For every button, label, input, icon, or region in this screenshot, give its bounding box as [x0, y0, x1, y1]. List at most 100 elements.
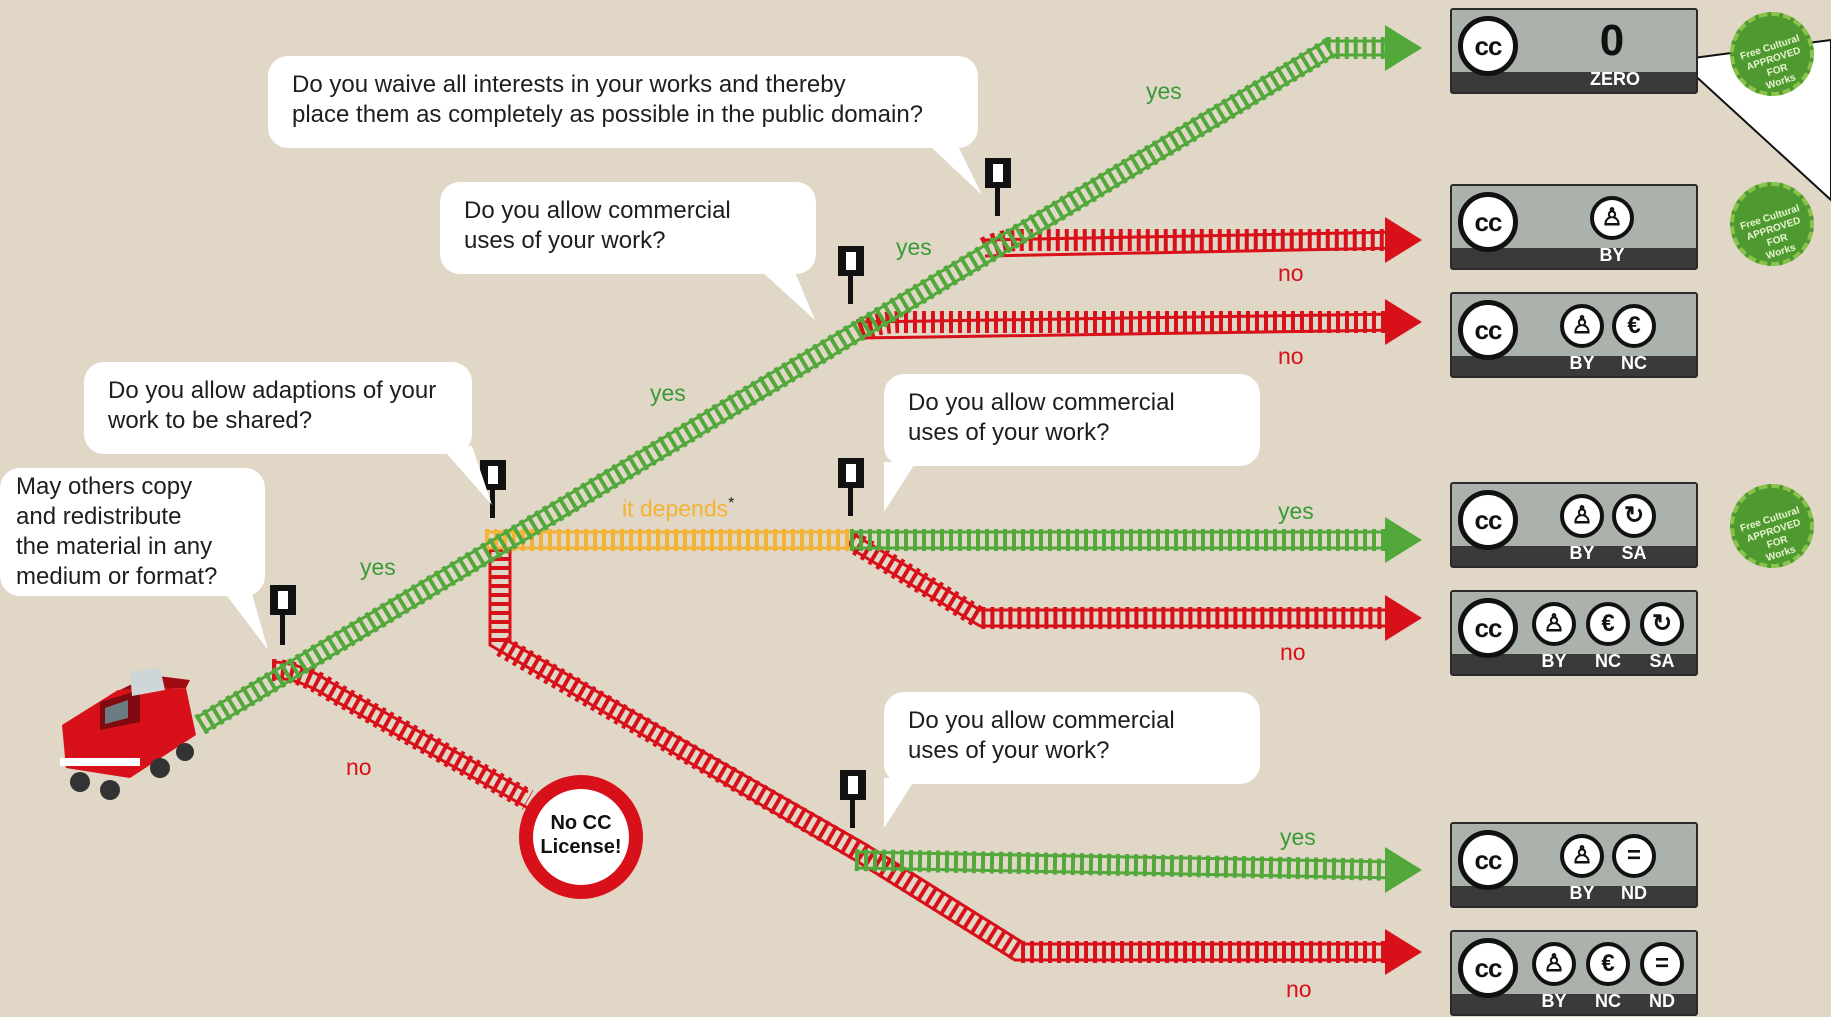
sharealike-icon: ↻ — [1640, 602, 1684, 646]
badge-text-by: BY — [1599, 245, 1625, 265]
question-commercial-line: Do you allow commercial — [908, 389, 1175, 416]
question-waive-line: Do you waive all interests in your works… — [292, 71, 846, 98]
question-adaptions-line: Do you allow adaptions of your — [108, 377, 437, 404]
label-yes-commercial-middle: yes — [1278, 498, 1314, 524]
question-commercial-line: uses of your work? — [908, 737, 1110, 764]
label-yes-adaptions: yes — [650, 380, 686, 406]
noderivatives-icon: = — [1612, 834, 1656, 878]
cc-icon: cc — [1458, 938, 1518, 998]
arrow-zero — [1385, 25, 1422, 71]
license-badge-by-nc-nd[interactable]: cc ♙ € = BY NC ND — [1450, 930, 1698, 1016]
badge-text-zero: ZERO — [1589, 69, 1640, 89]
arrow-by-sa — [1385, 517, 1422, 563]
bubble-tail-q2 — [440, 446, 492, 505]
no-license-sign: No CC License! — [519, 775, 643, 899]
attribution-icon: ♙ — [1560, 494, 1604, 538]
label-yes-copy: yes — [360, 554, 396, 580]
signal-q3 — [838, 246, 864, 304]
label-no-copy: no — [346, 754, 372, 780]
badge-text-nc: NC — [1595, 651, 1621, 671]
cc-icon: cc — [1458, 16, 1518, 76]
arrow-by-nc-nd — [1385, 929, 1422, 975]
track-no-copy — [271, 659, 534, 810]
track-commercial-no-1 — [855, 311, 1401, 341]
cc-icon: cc — [1458, 598, 1518, 658]
question-waive-line: place them as completely as possible in … — [292, 101, 924, 128]
attribution-icon: ♙ — [1560, 304, 1604, 348]
label-no-commercial-middle: no — [1280, 639, 1306, 665]
badge-text-nc: NC — [1595, 991, 1621, 1011]
label-it-depends: it depends* — [622, 495, 734, 523]
attribution-icon: ♙ — [1590, 196, 1634, 240]
signal-q1 — [270, 585, 296, 645]
badge-text-by: BY — [1541, 651, 1567, 671]
question-waive-interests: Do you waive all interests in your works… — [268, 56, 978, 148]
badge-text-by: BY — [1569, 353, 1595, 373]
badge-text-by: BY — [1569, 543, 1595, 563]
track-depends-no — [844, 530, 1400, 629]
license-badge-by[interactable]: cc ♙ BY — [1450, 184, 1698, 270]
question-commercial-line: Do you allow commercial — [464, 197, 731, 224]
track-sa-yes — [850, 529, 1400, 551]
train-icon — [60, 668, 196, 800]
badge-text-nd: ND — [1621, 883, 1647, 903]
badge-text-by: BY — [1541, 991, 1567, 1011]
question-adaptions-line: work to be shared? — [108, 407, 313, 434]
bubble-tail-q1 — [215, 580, 268, 650]
license-badge-by-nc-sa[interactable]: cc ♙ € ↻ BY NC SA — [1450, 590, 1698, 676]
noncommercial-icon: € — [1586, 602, 1630, 646]
label-yes-commercial-bottom: yes — [1280, 824, 1316, 850]
question-copy-line: and redistribute — [16, 503, 182, 530]
license-badge-by-nd[interactable]: cc ♙ = BY ND — [1450, 822, 1698, 908]
arrow-by-nd — [1385, 847, 1422, 893]
track-it-depends — [485, 529, 850, 551]
badge-text-nd: ND — [1649, 991, 1675, 1011]
track-nd-yes — [854, 849, 1401, 881]
license-badge-by-nc[interactable]: cc ♙ € BY NC — [1450, 292, 1698, 378]
arrow-by-nc — [1385, 299, 1422, 345]
question-commercial-line: uses of your work? — [464, 227, 666, 254]
bubble-tail-q4 — [930, 146, 982, 195]
question-copy-line: the material in any — [16, 533, 213, 560]
signal-q4 — [985, 158, 1011, 216]
label-asterisk: * — [728, 495, 735, 512]
badge-text-nc: NC — [1621, 353, 1647, 373]
track-waive-no — [979, 229, 1401, 258]
question-copy-line: May others copy — [16, 473, 193, 500]
attribution-icon: ♙ — [1532, 602, 1576, 646]
badge-text-sa: SA — [1649, 651, 1675, 671]
no-license-line: No CC — [550, 812, 612, 834]
label-no-waive: no — [1278, 260, 1304, 286]
label-yes-commercial-top: yes — [896, 234, 932, 260]
question-copy-redistribute: May others copy and redistribute the mat… — [0, 468, 265, 596]
signal-q5 — [838, 458, 864, 516]
question-commercial-line: Do you allow commercial — [908, 707, 1175, 734]
bubble-tail-q3 — [760, 270, 815, 320]
label-it-depends-text: it depends — [622, 495, 729, 522]
license-badge-cc0[interactable]: cc 0 ZERO — [1450, 8, 1698, 94]
badge-text-by: BY — [1569, 883, 1595, 903]
badge-text-sa: SA — [1621, 543, 1647, 563]
question-copy-line: medium or format? — [16, 563, 218, 590]
question-commercial-line: uses of your work? — [908, 419, 1110, 446]
signal-q6 — [840, 770, 866, 828]
cc-icon: cc — [1458, 490, 1518, 550]
noderivatives-icon: = — [1640, 942, 1684, 986]
no-license-line: License! — [540, 836, 622, 858]
arrow-by — [1385, 217, 1422, 263]
attribution-icon: ♙ — [1560, 834, 1604, 878]
cc-icon: cc — [1458, 300, 1518, 360]
label-no-commercial-bottom: no — [1286, 976, 1312, 1002]
sharealike-icon: ↻ — [1612, 494, 1656, 538]
cc-icon: cc — [1458, 192, 1518, 252]
label-no-commercial-top: no — [1278, 343, 1304, 369]
bubble-tail-q5 — [884, 462, 916, 512]
noncommercial-icon: € — [1586, 942, 1630, 986]
label-yes-waive: yes — [1146, 78, 1182, 104]
attribution-icon: ♙ — [1532, 942, 1576, 986]
license-badge-by-sa[interactable]: cc ♙ ↻ BY SA — [1450, 482, 1698, 568]
question-commercial-middle: Do you allow commercial uses of your wor… — [884, 374, 1260, 466]
zero-icon: 0 — [1599, 16, 1625, 65]
